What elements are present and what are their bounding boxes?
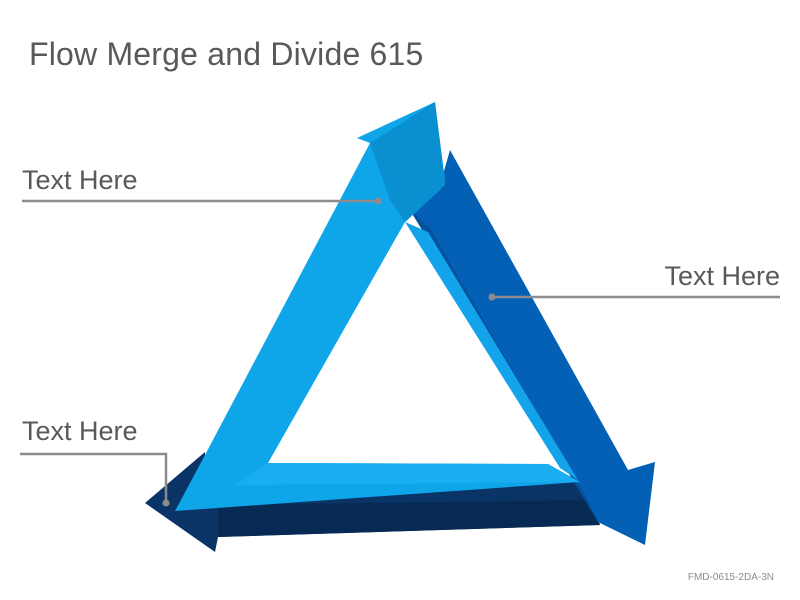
leader-dot-left-top	[374, 197, 382, 205]
leader-dot-left-bottom	[162, 499, 170, 507]
right-arrow-inner-light	[405, 222, 578, 480]
leader-lines	[20, 197, 780, 507]
left-arrow	[175, 102, 580, 511]
callout-label-right: Text Here	[664, 261, 780, 291]
right-arrow-body	[410, 150, 655, 545]
left-arrow-body	[175, 102, 580, 511]
callout-label-left-bottom: Text Here	[22, 416, 138, 446]
left-arrow-shade	[370, 102, 445, 222]
callout-label-left-top: Text Here	[22, 165, 138, 195]
leader-line-left-bottom	[20, 452, 168, 503]
leader-dot-right	[488, 293, 496, 301]
bottom-arrow-shade	[218, 500, 600, 537]
left-arrow-inner-edge	[235, 463, 580, 485]
footer-code: FMD-0615-2DA-3N	[687, 572, 774, 583]
slide-title: Flow Merge and Divide 615	[29, 36, 424, 72]
right-arrow	[405, 150, 655, 545]
